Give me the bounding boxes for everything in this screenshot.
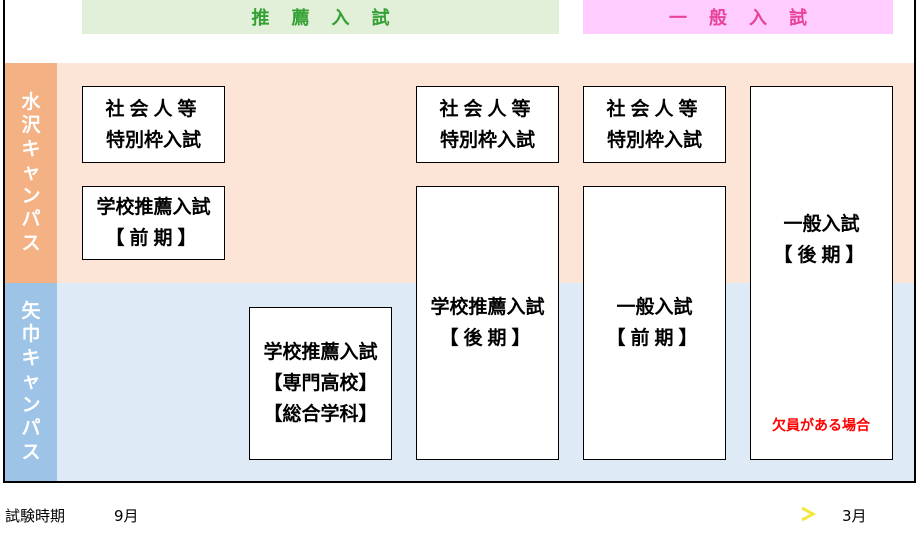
campus-char: 水 [21, 90, 41, 113]
campus-char: 巾 [21, 323, 41, 346]
campus-char: ン [21, 393, 41, 416]
box-ippan-zenki: 一般入試 【前期】 [583, 186, 726, 460]
timeline-end: 3月 [842, 507, 867, 525]
campus-label-mizusawa: 水 沢 キ ャ ン パ ス [5, 63, 57, 283]
campus-char: パ [21, 208, 41, 231]
header-ippan: 一般入試 [583, 0, 893, 34]
box-subtitle: 【前期】 [105, 227, 202, 249]
box-subtitle: 【前期】 [606, 327, 703, 349]
box-shakaijin-kouki: 社会人等 特別枠入試 [416, 86, 559, 163]
box-title: 学校推薦入試 [263, 341, 378, 363]
box-title: 一般入試 [616, 296, 693, 318]
campus-char: パ [21, 417, 41, 440]
box-shakaijin-suisen: 社会人等 特別枠入試 [82, 86, 225, 163]
box-subtitle: 特別枠入試 [606, 128, 702, 151]
box-title: 社会人等 [606, 97, 703, 120]
campus-char: 沢 [21, 114, 41, 137]
campus-char: ス [21, 231, 41, 254]
timeline-start: 9月 [114, 507, 139, 525]
box-shakaijin-ippan: 社会人等 特別枠入試 [583, 86, 726, 163]
campus-char: キ [21, 137, 41, 160]
box-subtitle: 【総合学科】 [263, 403, 378, 425]
timeline-label: 試験時期 [5, 507, 66, 525]
box-title: 学校推薦入試 [96, 196, 211, 218]
box-gakko-suisen-senmon: 学校推薦入試 【専門高校】 【総合学科】 [249, 307, 392, 460]
box-gakko-suisen-kouki: 学校推薦入試 【後期】 [416, 186, 559, 460]
campus-char: キ [21, 346, 41, 369]
campus-char: 矢 [21, 299, 41, 322]
campus-char: ャ [21, 161, 41, 184]
vacancy-note: 欠員がある場合 [772, 418, 870, 434]
header-suisen: 推薦入試 [82, 0, 559, 34]
box-subtitle: 【後期】 [439, 327, 536, 349]
box-gakko-suisen-zenki: 学校推薦入試 【前期】 [82, 186, 225, 260]
timeline-arrow [170, 506, 817, 522]
box-title: 一般入試 [783, 213, 860, 235]
box-title: 学校推薦入試 [430, 296, 545, 318]
campus-char: ス [21, 440, 41, 463]
box-subtitle: 【専門高校】 [263, 372, 378, 394]
box-title: 社会人等 [439, 97, 536, 120]
box-ippan-kouki: 一般入試 【後期】 [750, 86, 893, 460]
box-title: 社会人等 [105, 97, 202, 120]
box-subtitle: 【後期】 [773, 244, 870, 266]
campus-char: ャ [21, 370, 41, 393]
box-subtitle: 特別枠入試 [439, 128, 535, 151]
box-subtitle: 特別枠入試 [105, 128, 201, 151]
campus-char: ン [21, 184, 41, 207]
campus-label-yahaba: 矢 巾 キ ャ ン パ ス [5, 283, 57, 481]
